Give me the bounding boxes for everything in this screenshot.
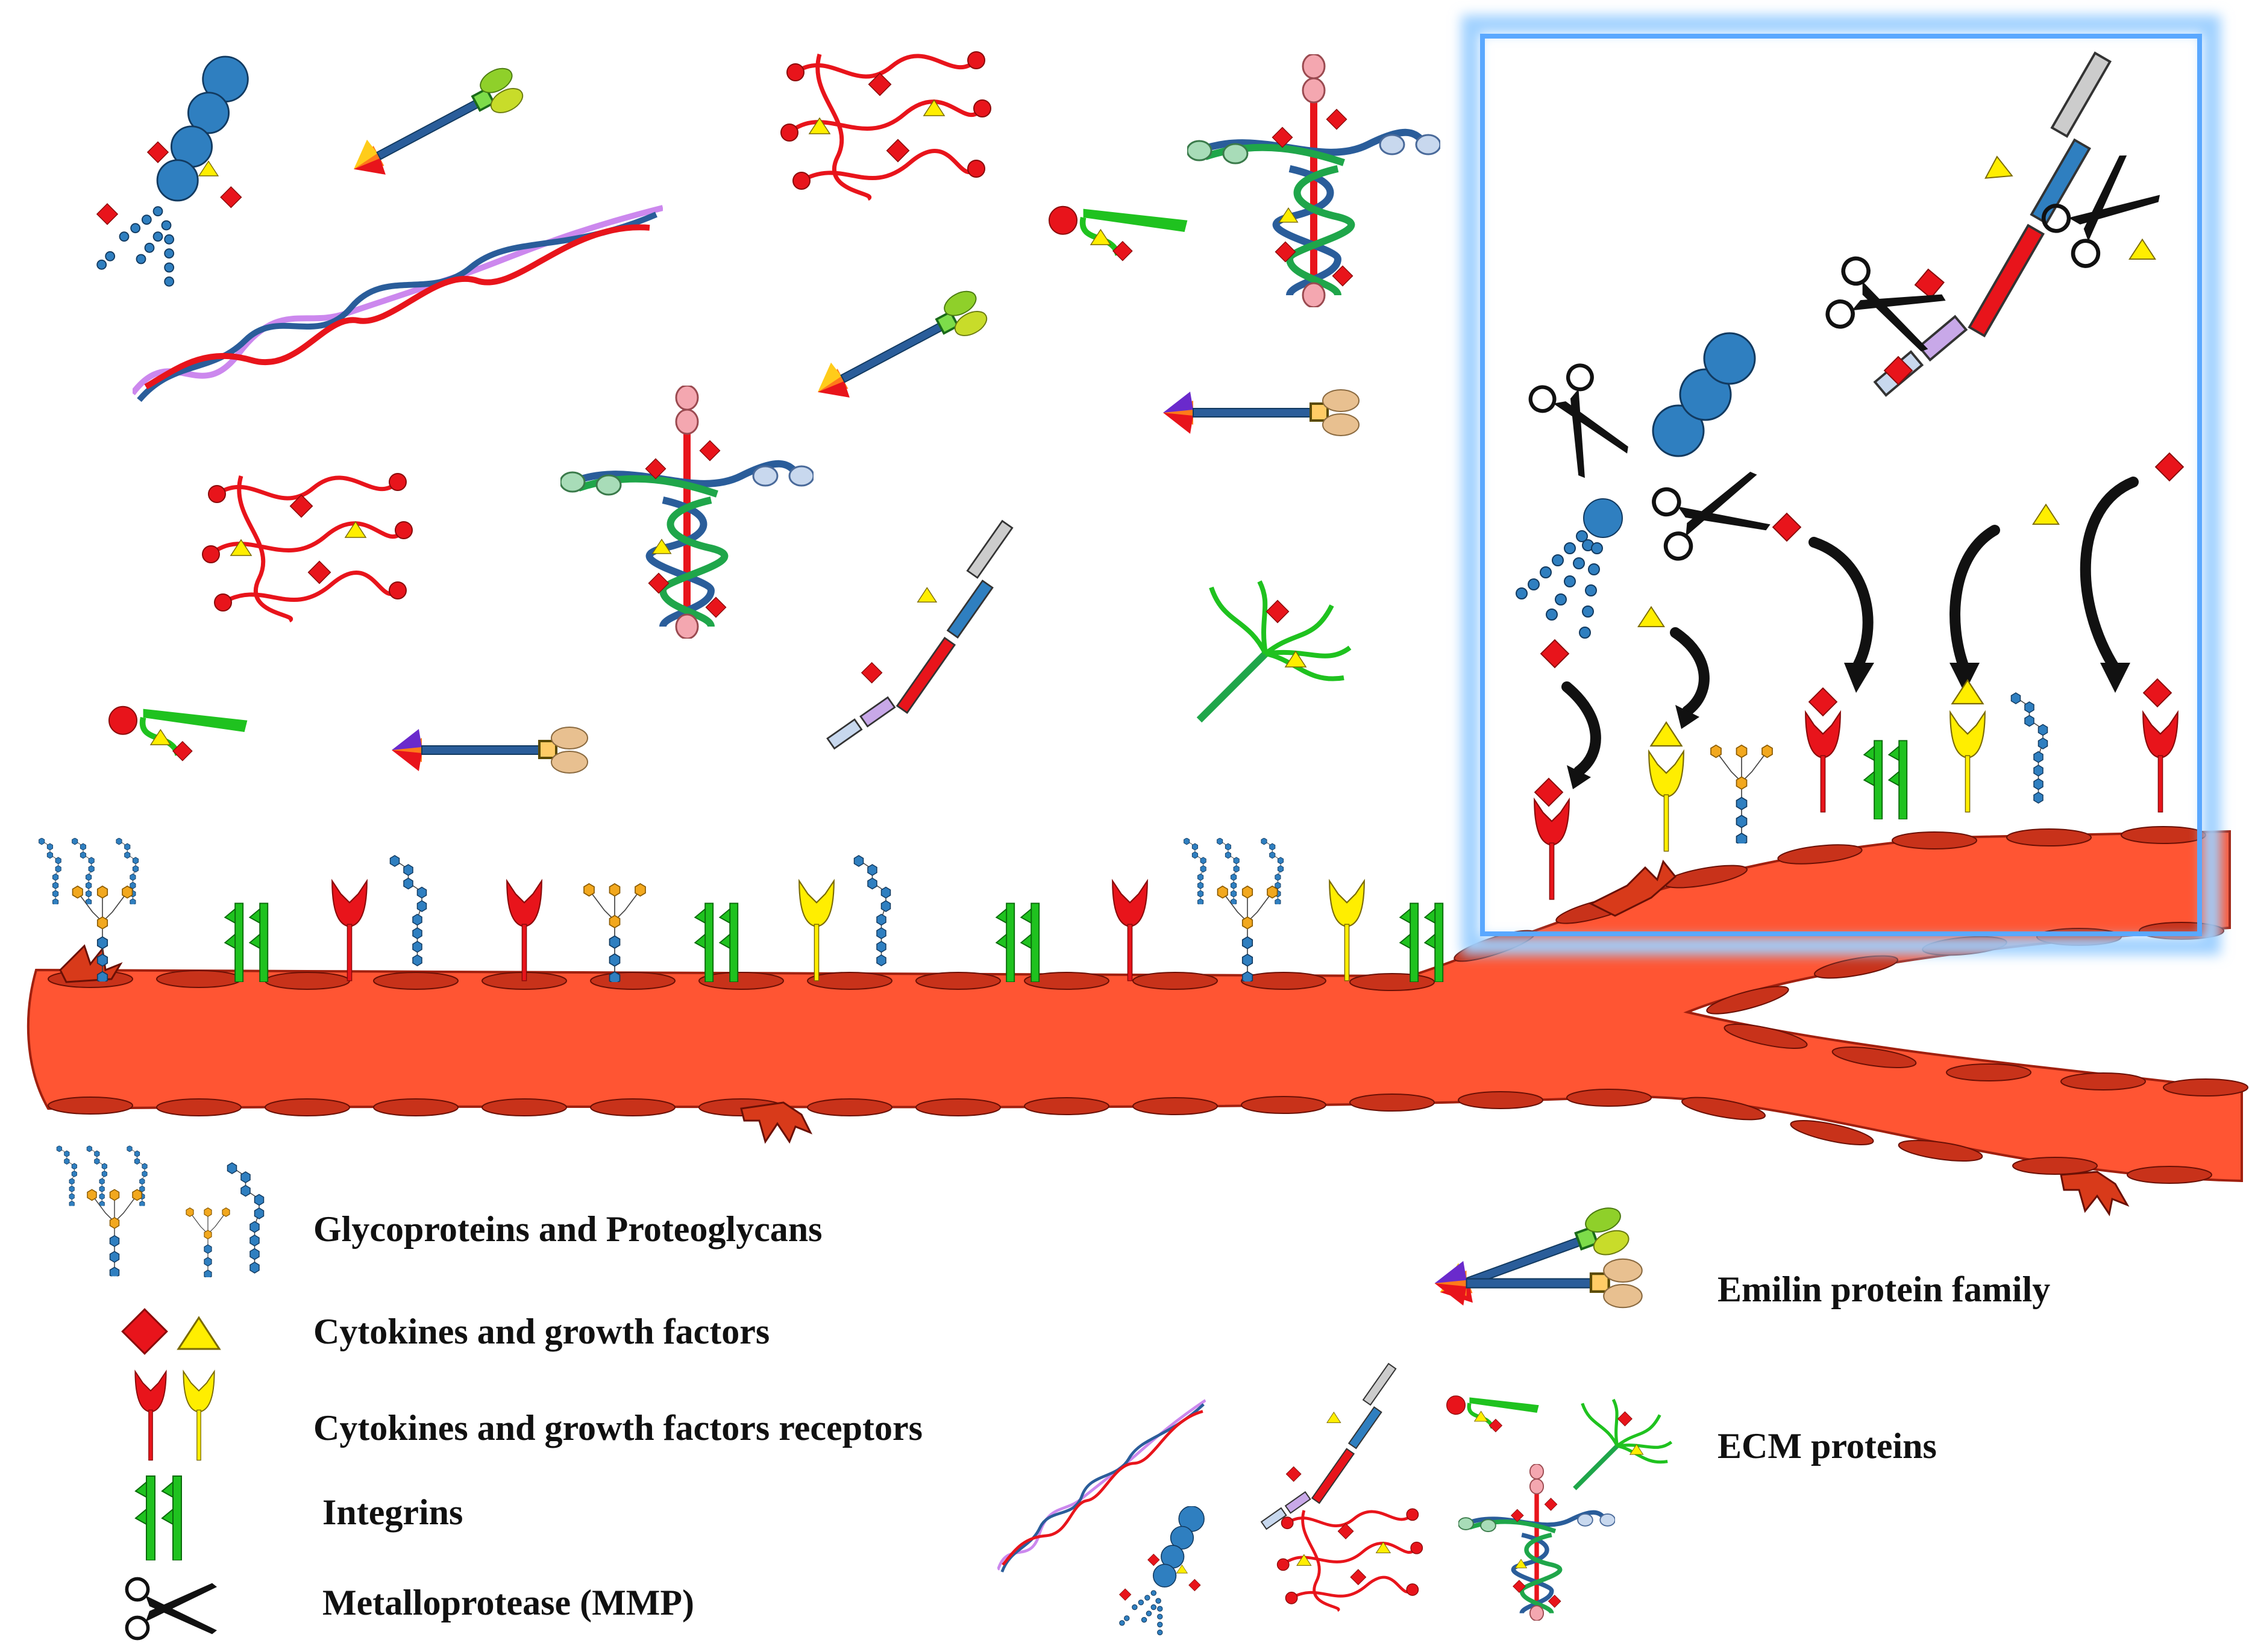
receptor-icon: [1648, 750, 1685, 853]
proteoglycan-icon: [2010, 692, 2048, 804]
fibrillin-fragment: [1516, 498, 1623, 639]
receptor-icon: [134, 1371, 167, 1461]
integrin-icon: [694, 903, 739, 982]
scissors-icon: [1651, 465, 1773, 562]
receptor-icon: [1328, 880, 1366, 982]
legend-receptors-label: Cytokines and growth factors receptors: [313, 1408, 923, 1448]
legend-ecm-label: ECM proteins: [1717, 1426, 1937, 1466]
integrin-icon: [1399, 903, 1444, 982]
legend-mmp-label: Metalloprotease (MMP): [322, 1583, 694, 1622]
legend-emilin-label: Emilin protein family: [1717, 1269, 2050, 1309]
receptor-icon: [1804, 711, 1842, 813]
triangle-icon: [1951, 679, 1984, 705]
scissors-icon: [127, 1578, 217, 1638]
receptor-icon: [2142, 711, 2179, 813]
scissors-icon: [1526, 361, 1636, 483]
proteoglycan-icon: [583, 883, 646, 982]
mmp-activity: [1516, 52, 2184, 807]
receptor-icon: [1949, 711, 1986, 813]
blood-vessel: [27, 826, 2248, 1216]
proteoglycan-icon: [1710, 744, 1773, 843]
diamond-icon: [1772, 513, 1801, 542]
highlight-box: [1461, 15, 2221, 955]
proteoglycan-icon: [853, 855, 891, 966]
receptor-icon: [1111, 880, 1149, 982]
legend-integrins-label: Integrins: [322, 1492, 463, 1532]
receptor-icon: [1533, 798, 1570, 901]
proteoglycan-icon: [389, 855, 427, 966]
receptor-icon: [183, 1371, 215, 1461]
triangle-icon: [2128, 239, 2156, 260]
receptor-icon: [331, 880, 368, 982]
diamond-icon: [1808, 687, 1837, 716]
diamond-icon: [2143, 678, 2172, 707]
integrin-icon: [1863, 740, 1908, 819]
triangle-icon: [1637, 606, 1665, 627]
receptor-icon: [798, 880, 835, 982]
diamond-icon: [1534, 778, 1563, 807]
proteoglycan-icon: [186, 1207, 230, 1277]
proteoglycan-icon: [57, 1146, 147, 1278]
triangle-icon: [2032, 504, 2060, 525]
integrin-icon: [134, 1475, 183, 1560]
legend-cytokines-label: Cytokines and growth factors: [313, 1312, 770, 1351]
legend-glyco-label: Glycoproteins and Proteoglycans: [313, 1209, 822, 1249]
proteoglycan-icon: [227, 1162, 265, 1274]
ecm-molecules: [97, 52, 1440, 774]
legend: Glycoproteins and Proteoglycans Cytokine…: [57, 1146, 2050, 1639]
diamond-icon: [2155, 452, 2184, 481]
diamond-icon: [1540, 639, 1569, 668]
triangle-icon: [177, 1316, 221, 1350]
proteoglycan-icon: [1184, 838, 1284, 984]
triangle-icon: [1650, 721, 1683, 747]
receptor-icon: [506, 880, 543, 982]
diamond-icon: [121, 1308, 168, 1355]
integrin-icon: [996, 903, 1040, 982]
